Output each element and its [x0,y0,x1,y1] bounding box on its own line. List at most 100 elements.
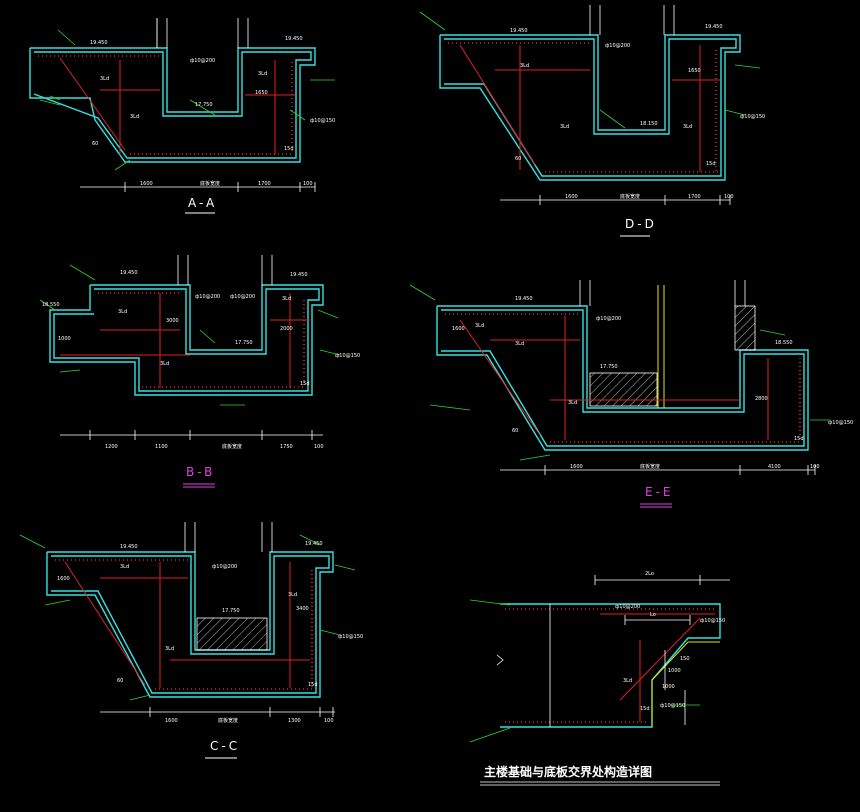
section-cc-note-6: ф10@150 [338,634,363,640]
section-dd-columns [589,5,675,35]
section-aa-elev-1: 19.450 [90,40,108,46]
section-aa: A-A 19.450 19.450 17.750 1600 底板宽度 1700 … [29,18,335,214]
section-ee-dim-2: 底板宽度 [640,463,660,470]
section-bb-elev-1: 19.450 [120,270,138,276]
section-dd-elev-1: 19.450 [510,28,528,34]
section-ee-note-5: ф10@200 [596,316,621,322]
section-detail-dim-3: 1000 [668,668,681,674]
section-ee-note-3: 3Ld [568,400,577,406]
section-ee-note-2: 3Ld [515,341,524,347]
section-detail-rebar-diag [619,617,701,701]
section-dd-title: D-D [625,217,657,231]
section-ee-fill-wall [734,305,756,351]
section-bb-dim-7: 2000 [280,326,293,332]
section-cc-leaders [19,534,356,701]
section-bb-note-6: ф10@200 [230,294,255,300]
section-bb-dim-5: 100 [314,444,324,450]
section-detail-leaders [469,599,700,743]
section-ee-dim-6: 2800 [755,396,768,402]
section-aa-dimline [80,182,316,192]
section-bb-dim-1: 1200 [105,444,118,450]
section-cc-outline [46,551,334,698]
section-dd-note-2: 3Ld [560,124,569,130]
section-bb-note-3: 3Ld [282,296,291,302]
section-ee-elev-2: 17.750 [600,364,618,370]
section-bb-note-2: 3Ld [160,361,169,367]
section-dd-inner [444,38,737,177]
section-cc-rebar-diag [64,561,146,686]
section-cc-inner [51,555,330,694]
section-ee-dimline [500,465,816,475]
section-dd-dim-2: 底板宽度 [620,193,640,200]
section-cc-elev-1: 19.450 [120,544,138,550]
section-dd-dim-5: 1650 [688,68,701,74]
section-ee-note-1: 3Ld [475,323,484,329]
section-dd-outline [439,34,741,181]
section-bb-dim-8: 3000 [166,318,179,324]
section-aa-dim-2: 底板宽度 [200,180,220,187]
section-ee-note-4: 15d [794,436,804,442]
section-detail-dim-5: 150 [680,656,690,662]
section-dd: D-D 19.450 19.450 18.150 1600 底板宽度 1700 … [419,5,765,237]
section-bb-elev-3: 19.450 [290,272,308,278]
section-cc-dim-6: 3400 [296,606,309,612]
section-bb-columns [177,255,273,285]
section-bb-leaders [39,264,341,406]
section-ee: E-E 19.450 17.750 18.550 1600 底板宽度 4100 … [409,280,853,508]
section-aa-rebar-diag [59,57,126,151]
section-bb-note-7: ф10@150 [335,353,360,359]
section-detail-note-3: 15d [640,706,650,712]
section-dd-leaders [419,11,761,129]
section-detail: 主楼基础与底板交界处构造详图 2Lo Lo 1000 1000 150 3Ld … [469,571,730,786]
section-cc-dim-5: 1600 [57,576,70,582]
section-aa-note-6: ф10@150 [310,118,335,124]
section-dd-note-6: ф10@150 [740,114,765,120]
section-detail-inner-edge [651,641,720,727]
section-dd-note-5: ф10@200 [605,43,630,49]
section-cc-note-1: 3Ld [120,564,129,570]
section-ee-dim-3: 4100 [768,464,781,470]
section-ee-columns [579,280,746,306]
section-dd-note-1: 3Ld [520,63,529,69]
section-bb-dim-6: 1000 [58,336,71,342]
section-detail-note-2: ф10@150 [700,618,725,624]
section-aa-inner [33,51,312,159]
section-cc-dim-2: 底板宽度 [218,717,238,724]
section-cc-elev-2: 19.450 [305,541,323,547]
section-ee-elev-1: 19.450 [515,296,533,302]
section-ee-note-6: ф10@150 [828,420,853,426]
section-ee-dim-4: 100 [810,464,820,470]
section-detail-outline [500,603,721,728]
section-bb-inner [53,288,320,392]
section-detail-note-1: 3Ld [623,678,632,684]
section-detail-title: 主楼基础与底板交界处构造详图 [484,764,652,779]
section-cc-note-3: 3Ld [288,592,297,598]
section-ee-dim-5: 1600 [452,326,465,332]
section-bb-elev-4: 17.750 [235,340,253,346]
section-ee-title: E-E [645,485,674,499]
section-ee-angle: 60 [512,428,518,434]
section-aa-angle: 60 [92,141,98,147]
section-bb-elev-2: 18.550 [42,302,60,308]
section-detail-note-4: ф10@150 [660,703,685,709]
section-cc-fill-concrete [196,617,268,651]
section-cc-elev-3: 17.750 [222,608,240,614]
section-cc-dim-1: 1600 [165,718,178,724]
section-cc: C-C 19.450 19.450 17.750 1600 底板宽度 1300 … [19,522,363,759]
section-detail-dim-vert [664,650,686,725]
section-cc-title: C-C [210,739,240,753]
section-bb-title: B-B [186,465,215,479]
section-dd-dimline [500,195,731,205]
section-aa-note-1: 3Ld [100,76,109,82]
section-cc-angle: 60 [117,678,123,684]
section-cc-dim-3: 1300 [288,718,301,724]
section-cc-note-4: 15d [308,682,318,688]
section-bb-note-5: ф10@200 [195,294,220,300]
section-dd-angle: 60 [515,156,521,162]
section-dd-elev-2: 19.450 [705,24,723,30]
section-aa-elev-2: 19.450 [285,36,303,42]
section-dd-elev-3: 18.150 [640,121,658,127]
section-aa-columns [156,18,249,48]
section-ee-outline [436,305,809,451]
